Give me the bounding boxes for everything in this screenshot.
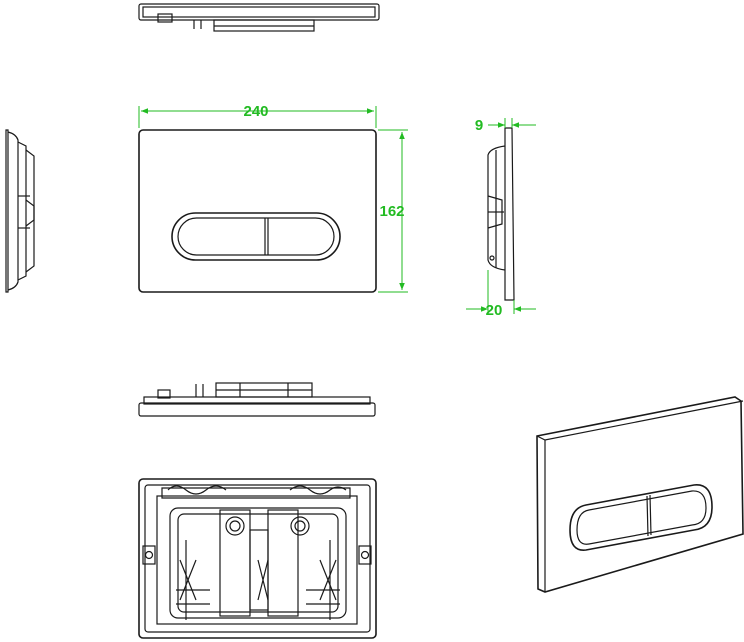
dimension-lines xyxy=(138,106,536,314)
dimension-height-label: 162 xyxy=(379,203,404,220)
left-side-view xyxy=(5,129,35,293)
isometric-view xyxy=(536,396,744,593)
dimension-total-depth-label: 20 xyxy=(486,302,503,319)
dimension-width-label: 240 xyxy=(243,103,268,120)
top-view xyxy=(138,3,380,32)
rear-view xyxy=(138,478,377,639)
right-side-view xyxy=(487,127,515,301)
bottom-view xyxy=(138,382,376,417)
dimension-plate-depth-label: 9 xyxy=(475,117,483,134)
front-view xyxy=(138,129,377,293)
